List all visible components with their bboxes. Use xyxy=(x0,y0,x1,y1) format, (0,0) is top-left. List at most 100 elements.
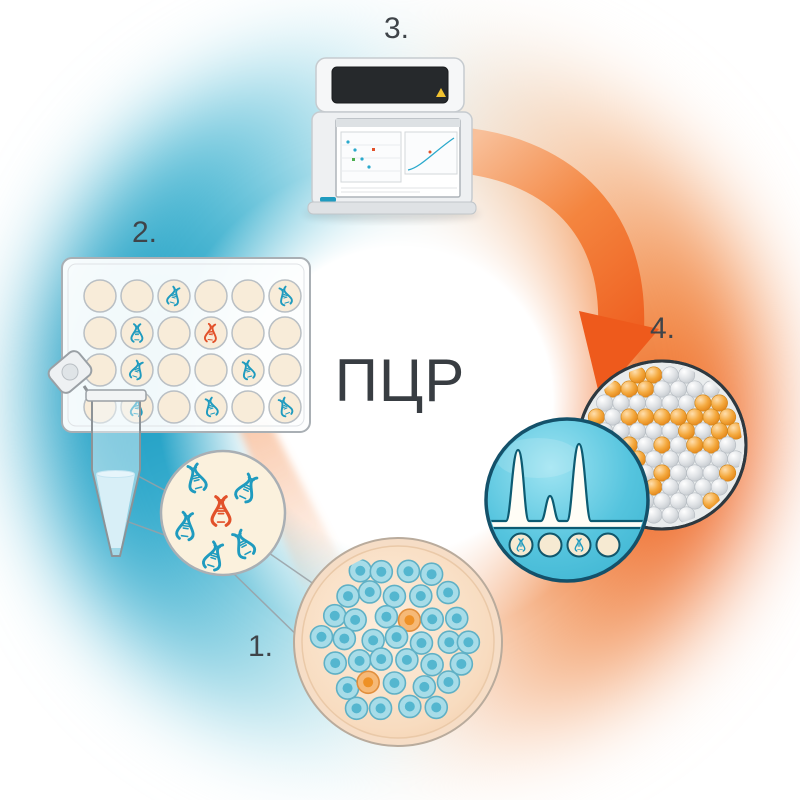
plate-well xyxy=(157,353,191,387)
cell-nucleus xyxy=(451,613,462,624)
plate-well xyxy=(194,279,228,313)
bead xyxy=(702,464,720,482)
labeled-bead xyxy=(719,408,737,426)
plate-well xyxy=(268,316,302,350)
plate-well xyxy=(120,279,154,313)
cell-nucleus xyxy=(443,677,454,688)
bead xyxy=(645,422,663,440)
bead xyxy=(669,492,687,510)
cell-nucleus xyxy=(443,587,454,598)
pcr-machine xyxy=(304,57,480,221)
labeled-bead xyxy=(727,422,742,440)
bead xyxy=(628,422,646,440)
cell-nucleus xyxy=(416,638,427,649)
plate-well xyxy=(231,390,265,424)
cell-nucleus xyxy=(463,637,474,648)
plate-well xyxy=(83,279,117,313)
labeled-bead xyxy=(702,436,720,454)
well-plate xyxy=(61,257,311,433)
cell-nucleus xyxy=(354,655,365,666)
cell-nucleus xyxy=(415,591,426,602)
petri-dish xyxy=(293,537,503,747)
cell-nucleus xyxy=(389,591,400,602)
bead xyxy=(661,506,679,524)
bead xyxy=(727,450,742,468)
bead xyxy=(710,450,728,468)
cell-nucleus xyxy=(427,614,438,625)
sample-tube xyxy=(47,350,147,557)
cell-nucleus xyxy=(389,677,400,688)
dish-cells xyxy=(309,558,481,721)
machine-base xyxy=(307,201,477,215)
bead xyxy=(669,464,687,482)
cell-nucleus xyxy=(444,637,455,648)
tube-cap xyxy=(47,350,93,394)
bead xyxy=(678,450,696,468)
dna-magnifier-circle xyxy=(159,449,287,577)
warning-triangle-icon xyxy=(436,88,446,97)
bead xyxy=(719,436,737,454)
labeled-bead xyxy=(719,464,737,482)
bead xyxy=(653,492,671,510)
labeled-bead xyxy=(678,422,696,440)
plate-well xyxy=(231,279,265,313)
bead xyxy=(694,422,712,440)
cell-nucleus xyxy=(376,654,387,665)
cell-nucleus xyxy=(350,614,361,625)
cell-nucleus xyxy=(364,586,375,597)
plate-well xyxy=(83,316,117,350)
plate-well xyxy=(157,390,191,424)
cell-nucleus xyxy=(375,703,386,714)
cell-nucleus xyxy=(456,658,467,669)
cell-nucleus xyxy=(342,683,353,694)
result-peaks-circle xyxy=(484,417,650,583)
result-well xyxy=(537,532,563,558)
cell-nucleus xyxy=(355,565,366,576)
cell-nucleus xyxy=(391,632,402,643)
cell-nucleus xyxy=(368,635,379,646)
labeled-bead xyxy=(653,436,671,454)
result-well xyxy=(595,532,621,558)
cell-nucleus xyxy=(351,703,362,714)
step-label-3: 3. xyxy=(384,12,410,45)
bead xyxy=(661,422,679,440)
bead xyxy=(645,450,663,468)
labeled-bead xyxy=(710,394,728,412)
screen-plot-left xyxy=(340,131,402,183)
plate-wells xyxy=(83,279,302,424)
plate-well xyxy=(194,353,228,387)
cell-nucleus xyxy=(381,611,392,622)
bead xyxy=(710,478,728,496)
cell-nucleus xyxy=(404,701,415,712)
cell-nucleus xyxy=(419,681,430,692)
cell-nucleus xyxy=(343,591,354,602)
step-label-2: 2. xyxy=(132,216,158,249)
labeled-bead xyxy=(653,464,671,482)
result-wells xyxy=(508,532,621,558)
labeled-bead xyxy=(710,422,728,440)
cell-nucleus xyxy=(376,566,387,577)
plate-well xyxy=(157,316,191,350)
plate-well xyxy=(268,353,302,387)
cell-nucleus xyxy=(363,677,374,688)
step-label-4: 4. xyxy=(650,312,676,345)
machine-lid-window xyxy=(331,66,449,104)
cell-nucleus xyxy=(329,610,340,621)
cell-nucleus xyxy=(426,569,437,580)
step-label-1: 1. xyxy=(248,630,274,663)
cell-nucleus xyxy=(431,702,442,713)
cell-nucleus xyxy=(403,566,414,577)
bead xyxy=(694,478,712,496)
cell-nucleus xyxy=(401,654,412,665)
plate-well xyxy=(231,316,265,350)
cell-nucleus xyxy=(339,633,350,644)
cell-nucleus xyxy=(330,658,341,669)
bead xyxy=(686,464,704,482)
bead xyxy=(678,478,696,496)
bead xyxy=(661,450,679,468)
cell-nucleus xyxy=(316,631,327,642)
sample-beam xyxy=(238,418,342,590)
labeled-bead xyxy=(686,436,704,454)
